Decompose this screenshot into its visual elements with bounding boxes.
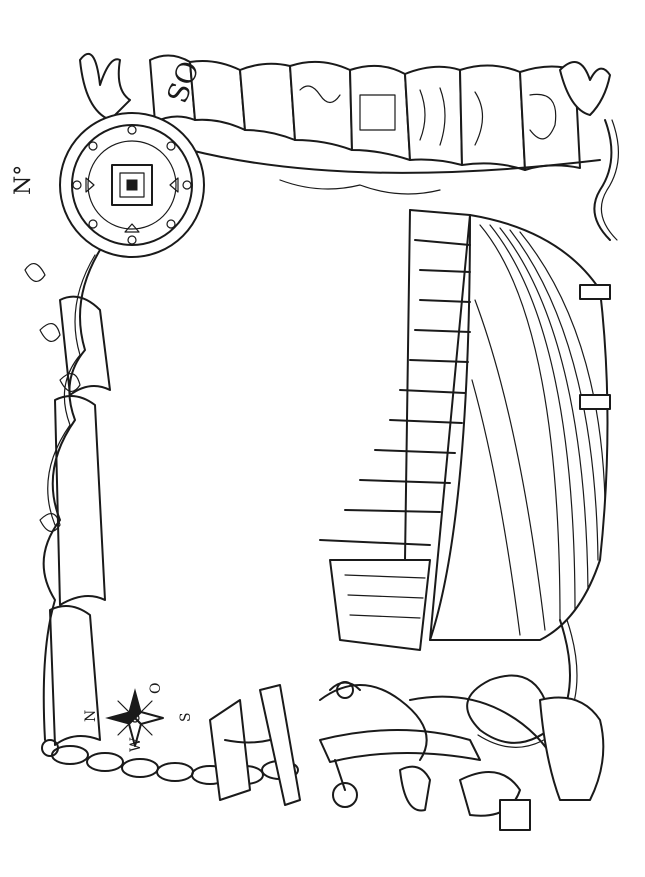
bottom-chain [51,745,299,785]
anchor [319,681,561,817]
shipwreck-hull [319,209,611,651]
compass-rose: N O S W [83,683,194,752]
blank-frame-area [120,200,380,630]
hanging-rope [593,119,620,241]
compass-east-label: O [148,683,164,694]
top-banner: SO [149,54,601,195]
compass-south-label: S [178,712,194,722]
mooring-posts [209,684,301,806]
coiled-rope [319,619,605,831]
compass-west-label: W [128,737,144,752]
left-scroll [24,249,111,757]
decorative-flames [79,53,611,121]
compass-north-label: N [83,710,99,722]
porthole-marking: N° [11,165,36,195]
porthole-wheel: N° [11,112,205,258]
